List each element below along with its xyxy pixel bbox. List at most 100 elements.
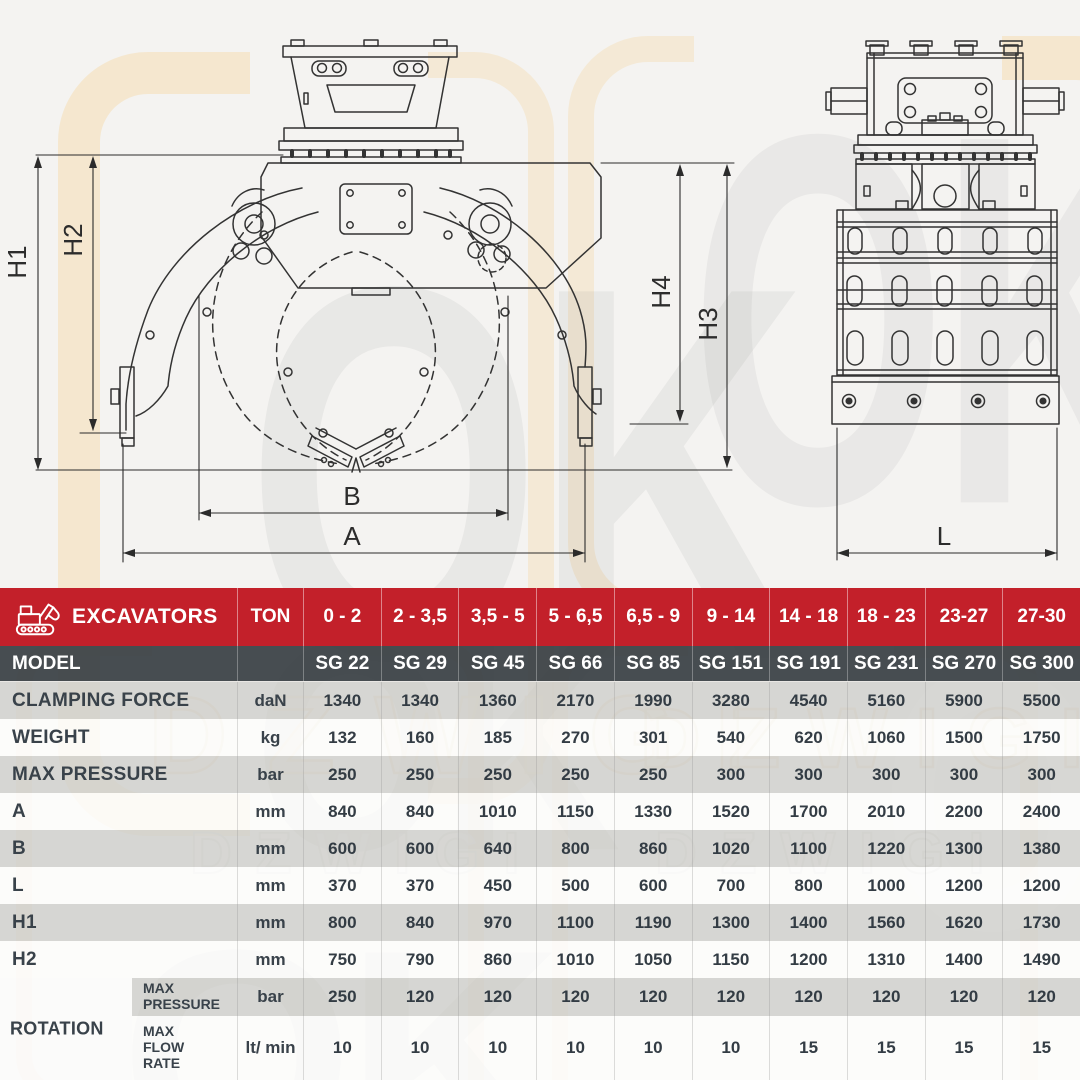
value-cell: 620 [769, 719, 847, 756]
value-cell: 1340 [303, 682, 381, 719]
dim-h3-label: H3 [693, 307, 723, 340]
rotation-sublabel-cell: MAX FLOW RATE [132, 1016, 237, 1080]
value-cell: 600 [380, 830, 459, 867]
row-unit-cell: mm [237, 830, 303, 867]
model-value-cell: SG 85 [613, 646, 692, 681]
value-cell: 1340 [380, 682, 459, 719]
value-cell: 120 [691, 978, 770, 1016]
row-label-cell: MAX PRESSURE [12, 763, 168, 785]
value-cell: 1300 [924, 830, 1003, 867]
value-cell: 2010 [846, 793, 925, 830]
value-cell: 300 [691, 756, 770, 793]
header-range-cell: 27-30 [1002, 588, 1080, 646]
model-value-cell: SG 22 [303, 646, 381, 681]
watermark-ok-text: OK [690, 24, 1080, 615]
value-cell: 4540 [769, 682, 847, 719]
value-cell: 500 [536, 867, 614, 904]
value-cell: 10 [613, 1016, 692, 1080]
value-cell: 250 [458, 756, 536, 793]
value-cell: 1520 [691, 793, 770, 830]
value-cell: 1020 [691, 830, 770, 867]
row-unit-cell: daN [237, 682, 303, 719]
value-cell: 540 [691, 719, 770, 756]
dimension-lines [34, 154, 1058, 563]
header-range-cell: 5 - 6,5 [536, 588, 614, 646]
value-cell: 250 [536, 756, 614, 793]
excavator-icon [15, 603, 60, 636]
row-unit-cell: bar [237, 756, 303, 793]
value-cell: 1560 [846, 904, 925, 941]
header-range-cell: 23-27 [924, 588, 1003, 646]
value-cell: 300 [769, 756, 847, 793]
value-cell: 800 [303, 904, 381, 941]
value-cell: 1990 [613, 682, 692, 719]
value-cell: 1620 [924, 904, 1003, 941]
dim-h4-label: H4 [646, 275, 676, 308]
value-cell: 1010 [536, 941, 614, 978]
value-cell: 250 [380, 756, 459, 793]
value-cell: 120 [458, 978, 536, 1016]
value-cell: 300 [924, 756, 1003, 793]
value-cell: 1500 [924, 719, 1003, 756]
value-cell: 1300 [691, 904, 770, 941]
value-cell: 1400 [924, 941, 1003, 978]
header-range-cell: 6,5 - 9 [613, 588, 692, 646]
value-cell: 1750 [1002, 719, 1080, 756]
value-cell: 5900 [924, 682, 1003, 719]
value-cell: 15 [924, 1016, 1003, 1080]
rotation-label: ROTATION [10, 1018, 104, 1039]
model-value-cell: SG 231 [846, 646, 925, 681]
header-range-cell: 14 - 18 [769, 588, 847, 646]
value-cell: 120 [769, 978, 847, 1016]
value-cell: 250 [613, 756, 692, 793]
header-title: EXCAVATORS [72, 605, 218, 628]
value-cell: 120 [1002, 978, 1080, 1016]
grapple-technical-drawing: H1 H2 H4 H3 B A L [2, 39, 1065, 563]
value-cell: 970 [458, 904, 536, 941]
value-cell: 370 [303, 867, 381, 904]
model-unit-cell [237, 646, 303, 681]
value-cell: 5500 [1002, 682, 1080, 719]
row-unit-cell: mm [237, 793, 303, 830]
value-cell: 300 [846, 756, 925, 793]
value-cell: 1200 [1002, 867, 1080, 904]
value-cell: 840 [380, 904, 459, 941]
value-cell: 600 [303, 830, 381, 867]
value-cell: 1010 [458, 793, 536, 830]
value-cell: 3280 [691, 682, 770, 719]
value-cell: 15 [1002, 1016, 1080, 1080]
dim-l-label: L [937, 521, 951, 551]
value-cell: 1100 [769, 830, 847, 867]
value-cell: 1100 [536, 904, 614, 941]
header-ton-cell: TON [237, 588, 303, 646]
value-cell: 1310 [846, 941, 925, 978]
header-excavators-cell: EXCAVATORS [0, 588, 237, 646]
rotation-sublabel-cell: MAX PRESSURE [132, 978, 237, 1016]
rotation-unit-cell: bar [237, 978, 303, 1016]
value-cell: 300 [1002, 756, 1080, 793]
value-cell: 185 [458, 719, 536, 756]
value-cell: 250 [303, 756, 381, 793]
header-range-cell: 2 - 3,5 [380, 588, 459, 646]
value-cell: 10 [380, 1016, 459, 1080]
value-cell: 15 [846, 1016, 925, 1080]
rotation-spacer-cell [0, 978, 132, 1016]
rotation-spacer-cell [0, 1016, 132, 1080]
row-label-cell: WEIGHT [12, 726, 90, 748]
model-value-cell: SG 300 [1002, 646, 1080, 681]
row-unit-cell: mm [237, 904, 303, 941]
value-cell: 1000 [846, 867, 925, 904]
